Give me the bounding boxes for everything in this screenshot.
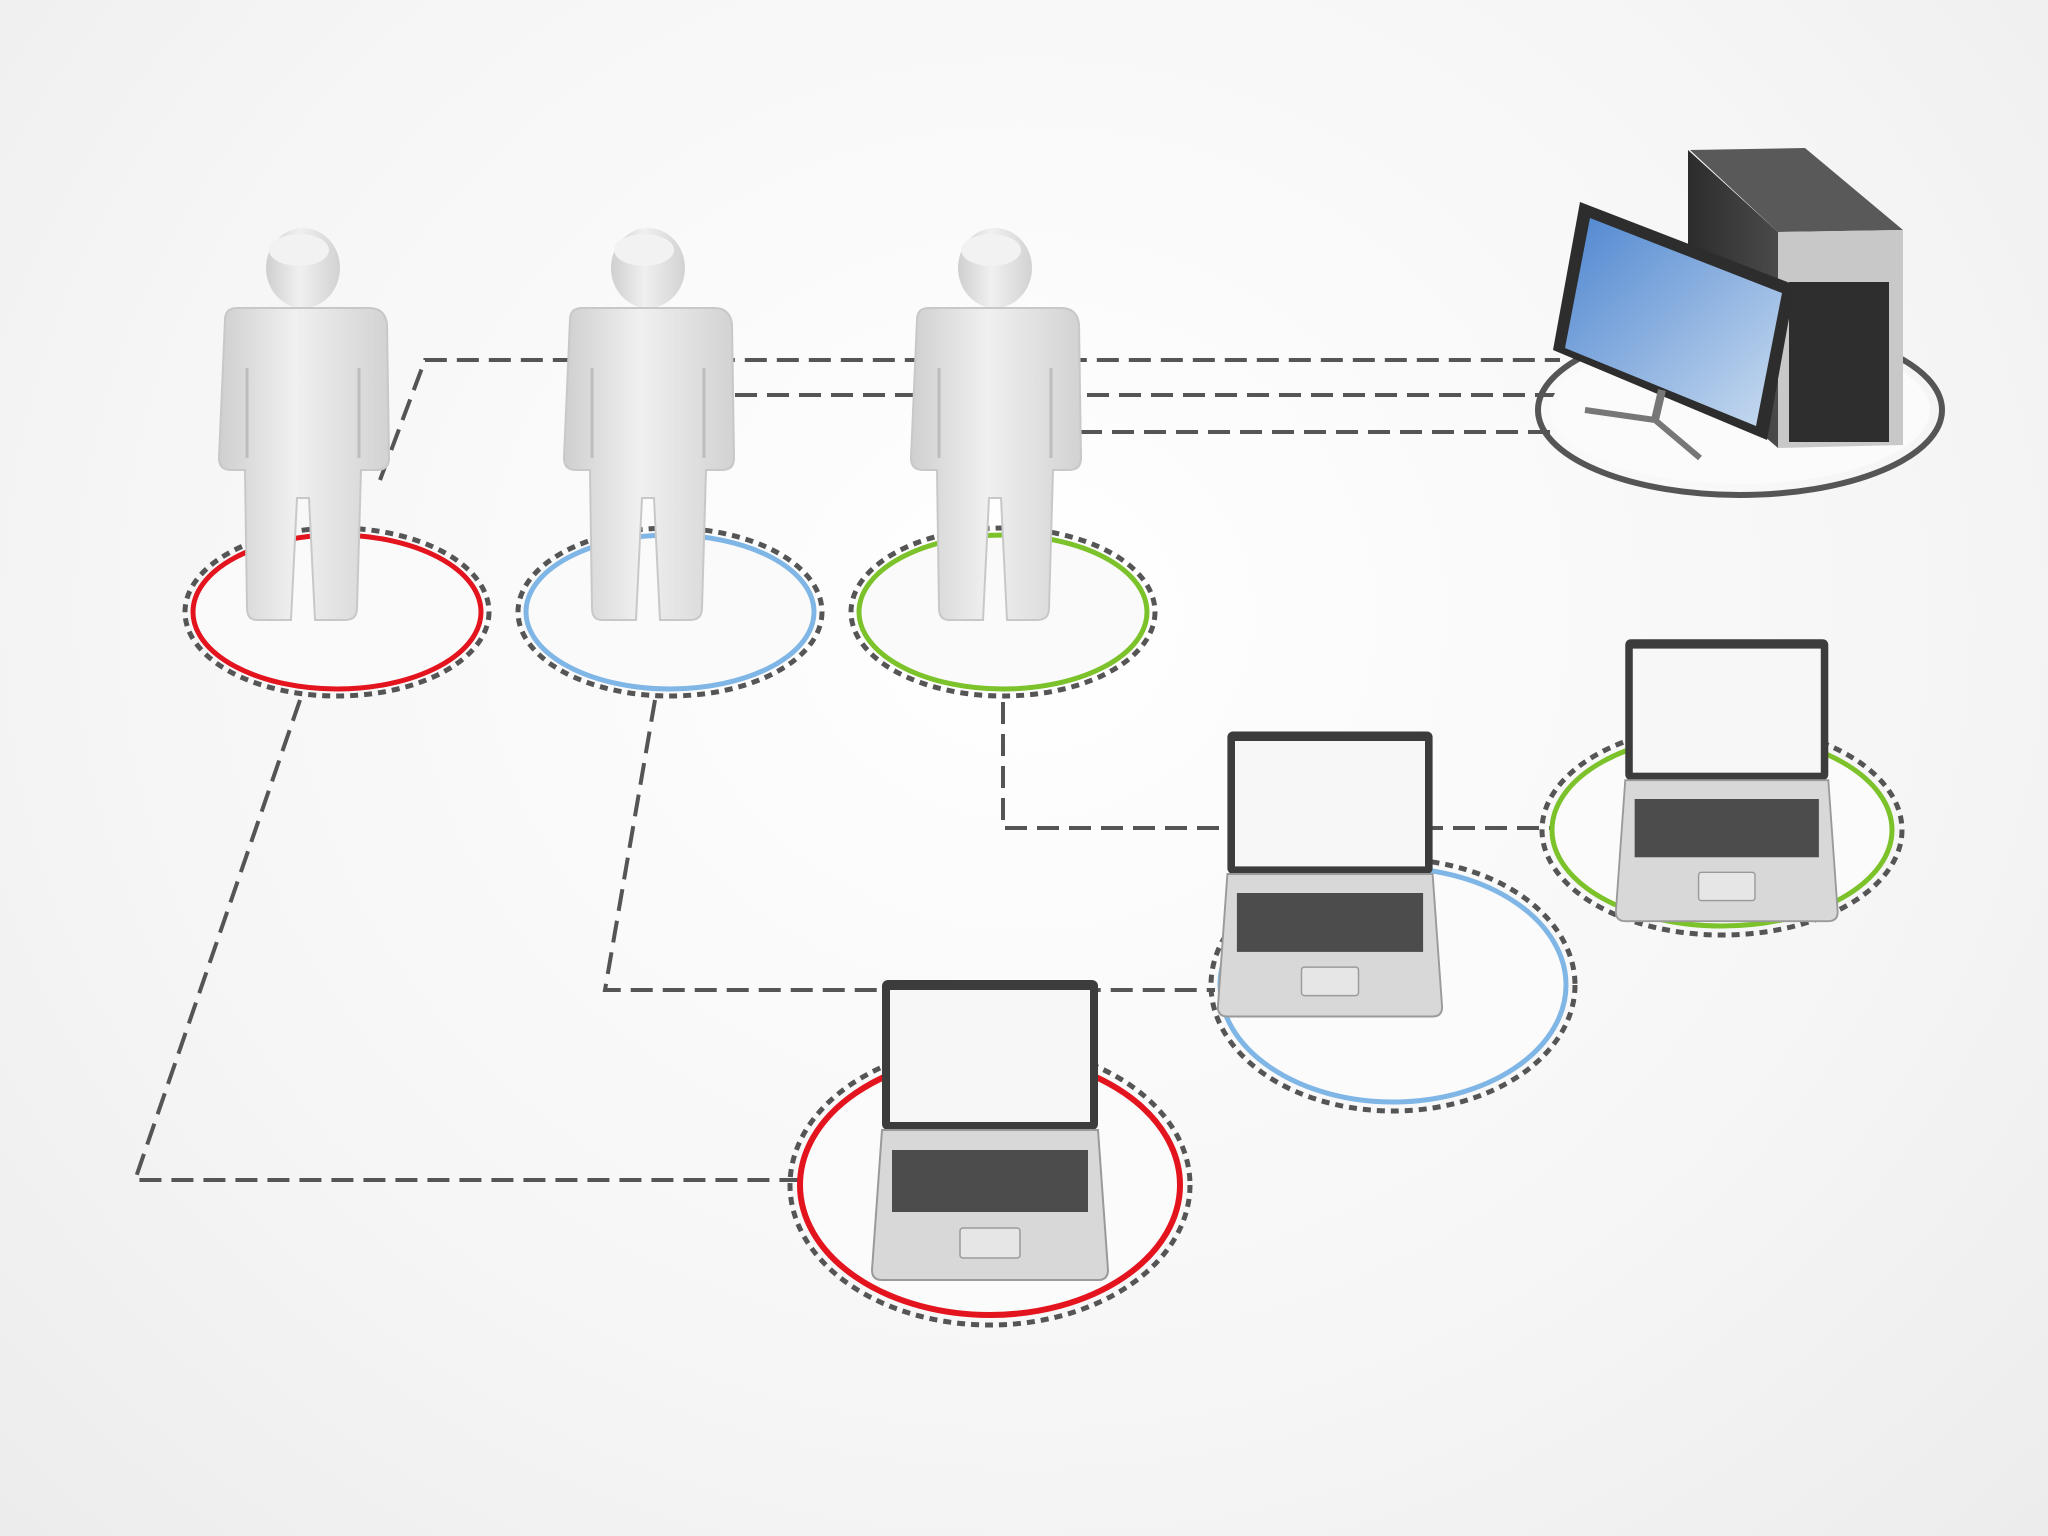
- user-1: [182, 226, 492, 699]
- server-node: [1535, 148, 1945, 498]
- connector-user-1-laptop-1: [132, 699, 800, 1182]
- laptop-icon: [1216, 730, 1444, 1018]
- connector-user-2-laptop-2: [602, 699, 1215, 992]
- laptop-icon: [871, 979, 1109, 1281]
- desktop-server-icon: [1553, 148, 1903, 461]
- connectors-server: [378, 358, 1560, 481]
- connector-user-1-server: [378, 358, 1560, 481]
- laptop-3: [1539, 638, 1905, 938]
- user-2: [515, 226, 825, 699]
- laptop-1: [787, 979, 1193, 1328]
- user-3: [848, 226, 1158, 699]
- laptop-2: [1208, 730, 1578, 1114]
- laptop-3-ring-outer: [1539, 722, 1905, 938]
- laptop-1-ring-outer: [787, 1042, 1193, 1328]
- laptop-icon: [1614, 638, 1839, 923]
